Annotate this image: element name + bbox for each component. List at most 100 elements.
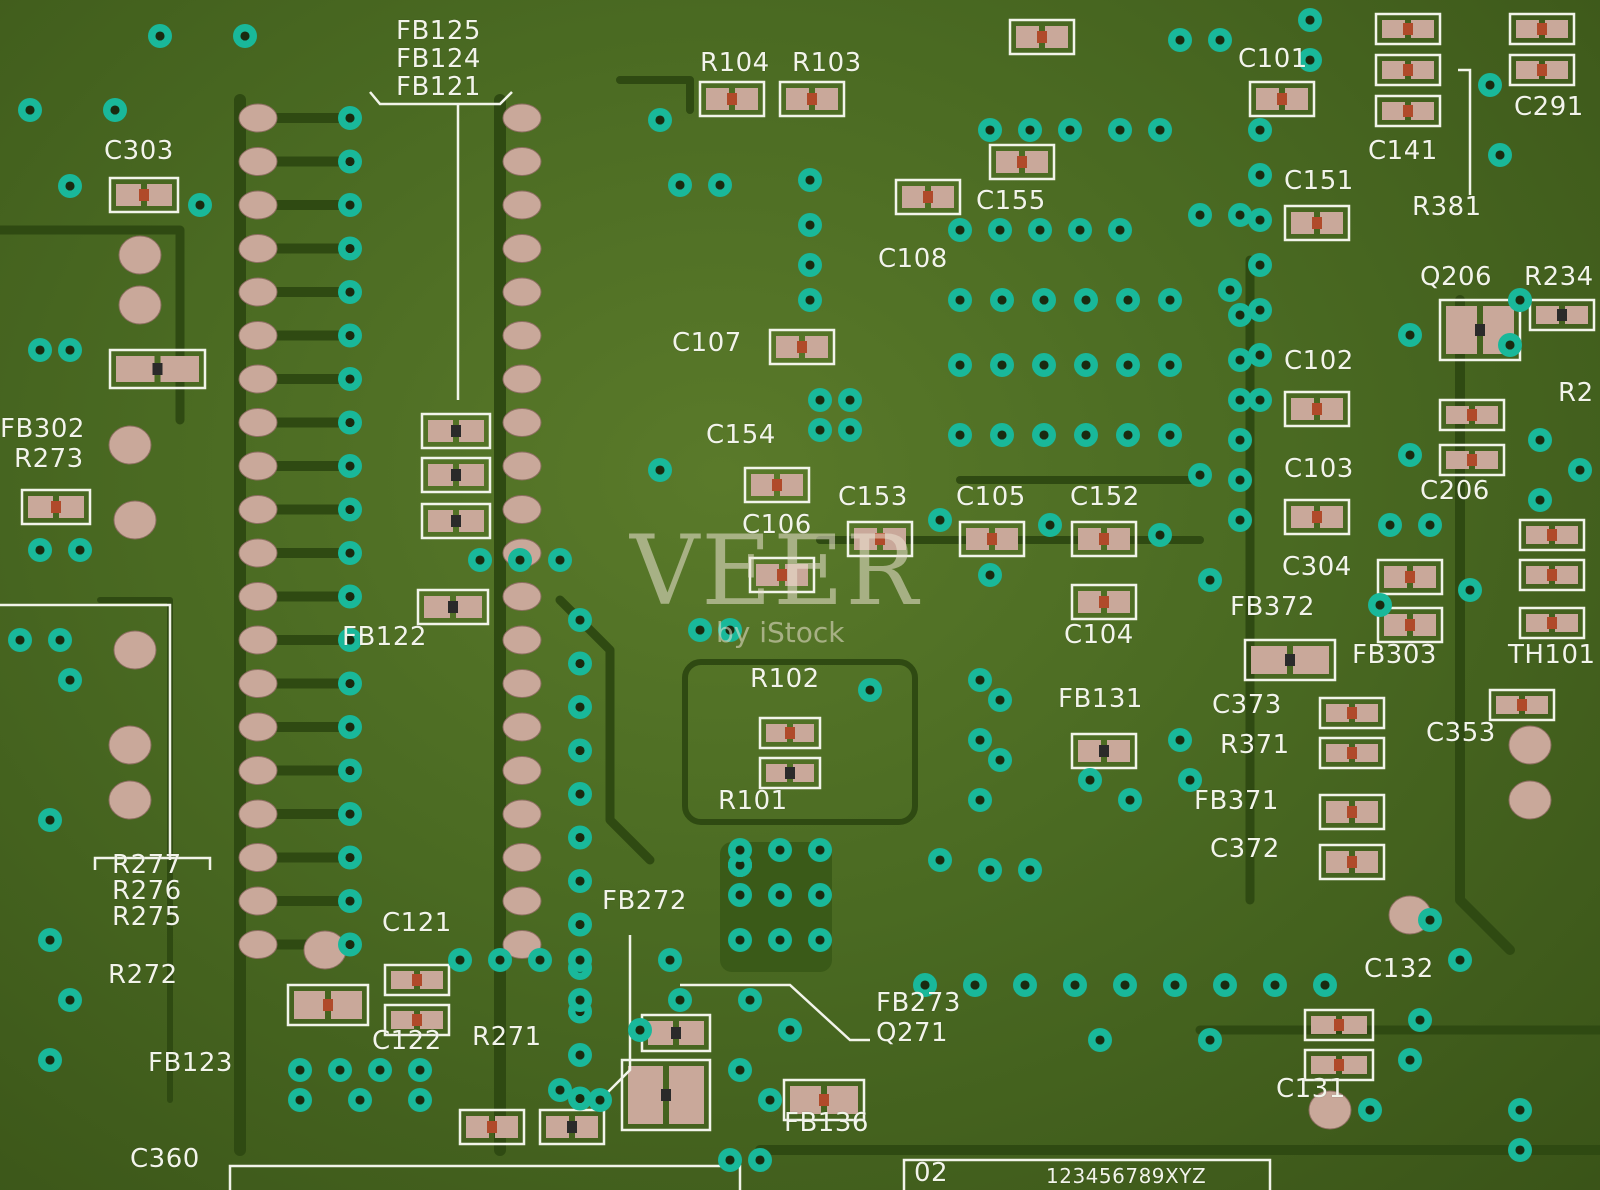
via — [1058, 118, 1082, 142]
label-c373: C373 — [1212, 690, 1282, 720]
label-c291: C291 — [1514, 92, 1584, 122]
solder-pad — [502, 234, 542, 263]
smd-component — [1376, 558, 1444, 596]
via — [948, 423, 972, 447]
smd-component — [1283, 204, 1351, 242]
label-fb272: FB272 — [602, 886, 687, 916]
smd-component — [1283, 390, 1351, 428]
smd-component — [458, 1108, 526, 1146]
via — [338, 802, 362, 826]
via — [568, 988, 592, 1012]
via — [1168, 728, 1192, 752]
smd-component — [620, 1058, 712, 1132]
smd-component — [1518, 518, 1586, 552]
solder-pad — [238, 277, 278, 307]
via — [568, 948, 592, 972]
smd-component — [782, 1078, 866, 1122]
via — [68, 538, 92, 562]
via — [1148, 118, 1172, 142]
via — [1568, 458, 1592, 482]
via — [1228, 468, 1252, 492]
label-c353: C353 — [1426, 718, 1496, 748]
via — [1313, 973, 1337, 997]
solder-pad — [238, 886, 278, 916]
via — [233, 24, 257, 48]
label-c141: C141 — [1368, 136, 1438, 166]
via — [1248, 388, 1272, 412]
via — [1188, 463, 1212, 487]
via — [1213, 973, 1237, 997]
via — [338, 628, 362, 652]
label-fb371: FB371 — [1194, 786, 1279, 816]
silkscreen-leader — [680, 983, 870, 1042]
label-r381: R381 — [1412, 192, 1482, 222]
via — [588, 1088, 612, 1112]
label-r371: R371 — [1220, 730, 1290, 760]
via — [338, 584, 362, 609]
solder-pad — [502, 756, 542, 785]
label-c153: C153 — [838, 482, 908, 512]
via — [1108, 118, 1132, 142]
via — [48, 628, 72, 652]
via — [1508, 1098, 1532, 1122]
via — [798, 168, 822, 192]
label-r273: R273 — [14, 444, 84, 474]
via — [628, 1018, 652, 1042]
smd-component — [383, 1003, 451, 1037]
via — [838, 388, 862, 412]
via — [1198, 568, 1222, 592]
via — [188, 193, 212, 217]
via — [768, 838, 792, 862]
smd-component — [420, 456, 492, 494]
via — [1248, 118, 1272, 142]
smd-component — [1318, 793, 1386, 831]
via — [808, 883, 832, 907]
via — [948, 353, 972, 377]
solder-pad — [238, 625, 278, 655]
via — [1248, 298, 1272, 322]
via — [1398, 323, 1422, 347]
label-r276: R276 — [112, 876, 182, 906]
solder-pad — [502, 364, 542, 394]
via — [1074, 353, 1098, 377]
via — [990, 288, 1014, 312]
via — [990, 353, 1014, 377]
via — [808, 418, 832, 442]
via — [548, 548, 572, 572]
via — [808, 838, 832, 862]
copper-trace — [555, 595, 655, 865]
solder-pad — [238, 582, 278, 611]
via — [1228, 203, 1252, 227]
silkscreen-leader — [1458, 68, 1472, 195]
label-fb124: FB124 — [396, 44, 481, 74]
solder-pad — [502, 277, 542, 307]
via — [58, 668, 82, 692]
via — [1118, 788, 1142, 812]
label-fb122: FB122 — [342, 622, 427, 652]
label-r103: R103 — [792, 48, 862, 78]
smd-component — [538, 1108, 606, 1146]
via — [728, 883, 752, 907]
via — [728, 1058, 752, 1082]
label-q206: Q206 — [1420, 262, 1493, 292]
via — [808, 928, 832, 952]
smd-component — [1070, 520, 1138, 558]
vias — [8, 8, 1592, 1172]
via — [58, 174, 82, 198]
label-r275: R275 — [112, 902, 182, 932]
via — [1198, 1028, 1222, 1052]
via — [1108, 218, 1132, 242]
via — [988, 688, 1012, 712]
via — [338, 410, 362, 435]
smd-component — [1518, 606, 1586, 640]
solder-pad — [502, 451, 542, 481]
solder-pad — [238, 538, 278, 568]
via — [838, 418, 862, 442]
via — [338, 454, 362, 478]
via — [858, 678, 882, 702]
smd-component — [1303, 1048, 1375, 1082]
via — [963, 973, 987, 997]
via — [1248, 253, 1272, 277]
label-th101: TH101 — [1508, 640, 1596, 670]
via — [768, 883, 792, 907]
